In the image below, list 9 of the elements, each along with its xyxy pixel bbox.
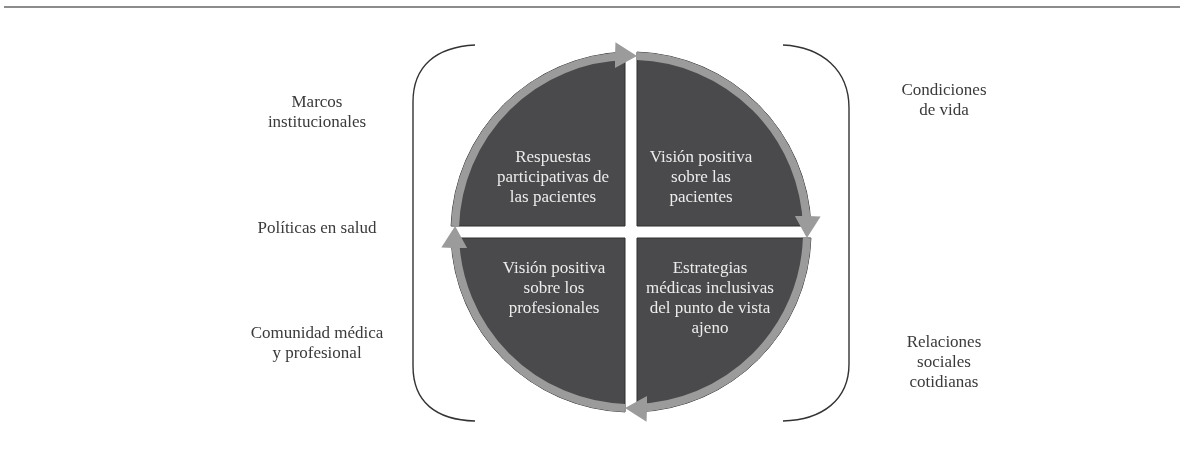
side-label: Comunidad médica y profesional	[249, 323, 385, 363]
side-label: Marcos institucionales	[266, 92, 368, 132]
side-label: Condiciones de vida	[900, 80, 988, 120]
side-label: Relaciones sociales cotidianas	[905, 332, 983, 392]
segment-text: Estrategias médicas inclusivas del punto de vista ajeno	[645, 258, 775, 338]
segment-text: Respuestas participativas de las pacientes	[496, 147, 610, 207]
side-label: Políticas en salud	[256, 218, 378, 238]
segment-text: Visión positiva sobre los profesionales	[501, 258, 607, 318]
segment-text: Visión positiva sobre las pacientes	[648, 147, 754, 207]
